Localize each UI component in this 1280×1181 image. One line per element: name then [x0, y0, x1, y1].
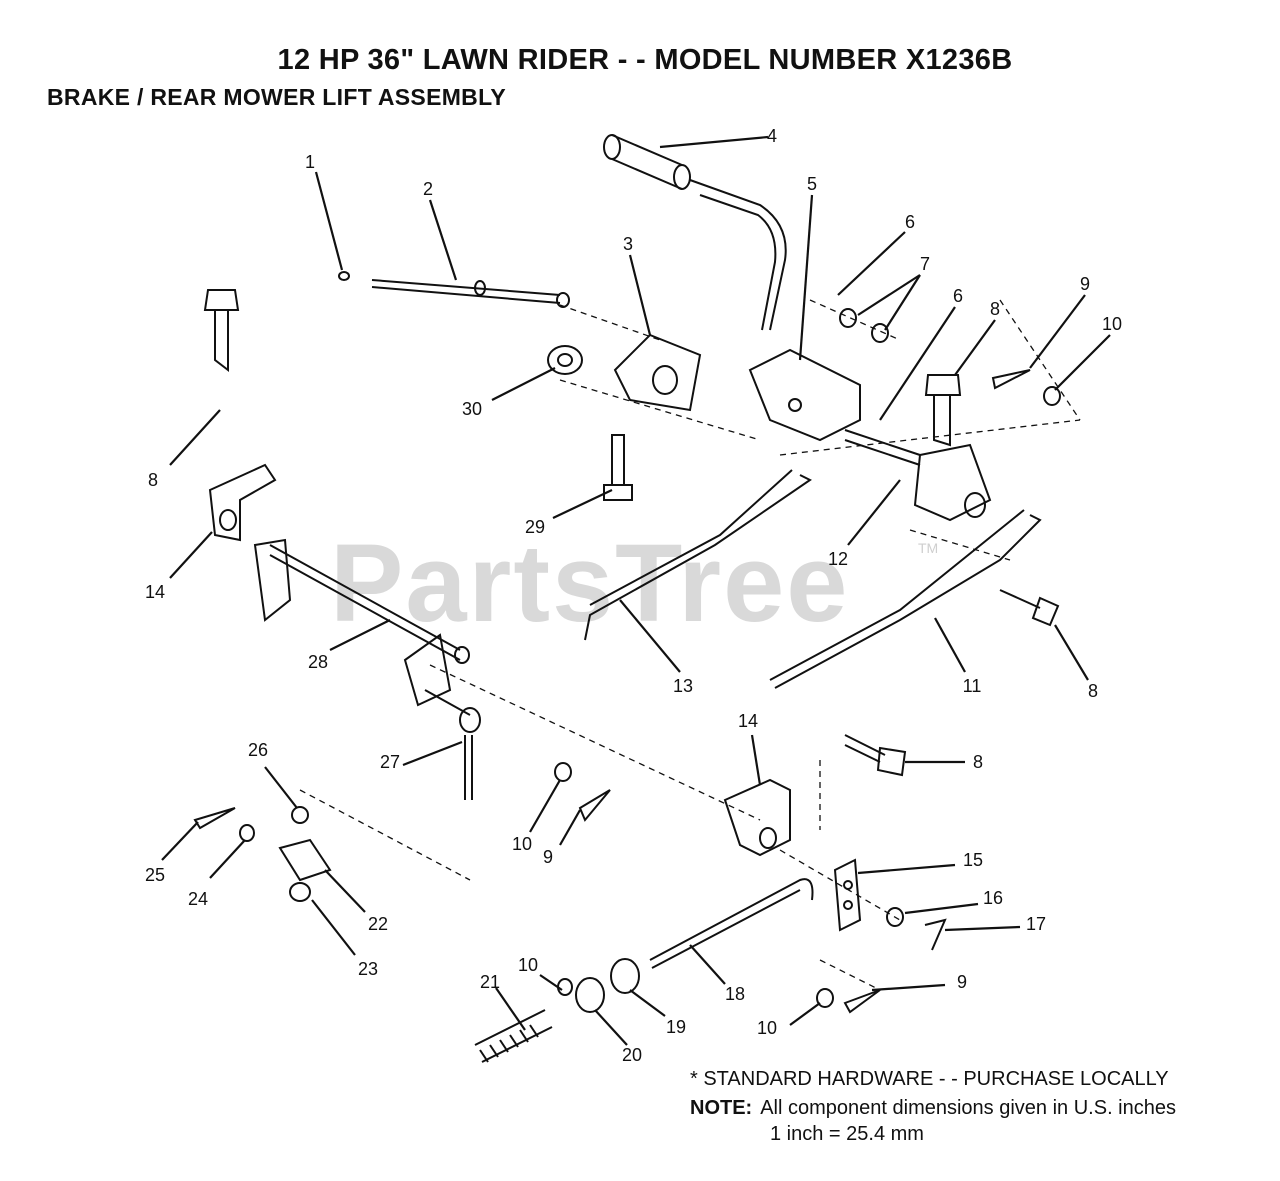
part-30-nut [547, 345, 583, 375]
callout: 28 [308, 652, 328, 672]
part-7-washers [839, 308, 889, 343]
callout: 4 [767, 126, 777, 146]
callout: 5 [807, 174, 817, 194]
callout: 10 [757, 1018, 777, 1038]
part-23-ferrule [289, 882, 311, 902]
part-11-rod [769, 509, 1042, 689]
callout: 2 [423, 179, 433, 199]
part-9-cotter-pin-low [843, 989, 881, 1014]
part-4-handle-grip [603, 134, 691, 190]
callout: 30 [462, 399, 482, 419]
part-13-rod [584, 469, 812, 641]
part-5-lift-lever [689, 179, 861, 442]
assembly-subtitle: BRAKE / REAR MOWER LIFT ASSEMBLY [47, 84, 506, 110]
callout: 6 [905, 212, 915, 232]
callout: 26 [248, 740, 268, 760]
callout: 29 [525, 517, 545, 537]
callout: 14 [145, 582, 165, 602]
conversion-note: 1 inch = 25.4 mm [770, 1123, 924, 1145]
callout: 10 [1102, 314, 1122, 334]
callout: 12 [828, 549, 848, 569]
callout: 11 [963, 676, 982, 696]
callout: 17 [1026, 914, 1046, 934]
part-25-pin [193, 807, 236, 830]
watermark-tm: TM [918, 540, 939, 556]
callout: 3 [623, 234, 633, 254]
part-21-spring [474, 1009, 553, 1063]
part-drawings [193, 134, 1081, 1063]
callout: 9 [543, 847, 553, 867]
part-22-yoke [278, 838, 332, 882]
assembly-lines [299, 299, 1081, 991]
part-15-lever [833, 858, 862, 932]
callout: 24 [188, 889, 208, 909]
callout: 9 [1080, 274, 1090, 294]
part-19-bushing [610, 958, 640, 994]
callout: 20 [622, 1045, 642, 1065]
part-10-washer-low [816, 988, 834, 1008]
part-2-brake-rod [371, 279, 570, 308]
part-3-bracket [613, 333, 702, 412]
part-10-washer-mid [554, 762, 572, 782]
callout: 15 [963, 850, 983, 870]
standard-hardware-note: * STANDARD HARDWARE - - PURCHASE LOCALLY [690, 1068, 1169, 1090]
part-1-pin [338, 271, 350, 281]
callout: 8 [990, 299, 1000, 319]
callout: 10 [512, 834, 532, 854]
callout: 27 [380, 752, 400, 772]
note-label: NOTE: [690, 1097, 753, 1119]
callout: 22 [368, 914, 388, 934]
part-20-nut [575, 977, 605, 1013]
part-10-washer-spring [557, 978, 573, 996]
part-9-cotter-pin-mid [578, 789, 611, 822]
part-14-bracket-lower [723, 778, 791, 857]
callout: 21 [480, 972, 500, 992]
callout: 16 [983, 888, 1003, 908]
page-title: 12 HP 36" LAWN RIDER - - MODEL NUMBER X1… [277, 44, 1013, 76]
callout: 8 [973, 752, 983, 772]
callout: 8 [148, 470, 158, 490]
callout: 6 [953, 286, 963, 306]
part-8-bolt-lower [844, 734, 907, 777]
callout: 25 [145, 865, 165, 885]
part-9-cotter-pin-top [991, 369, 1031, 390]
leader-lines [161, 135, 1111, 1046]
callout: 9 [957, 972, 967, 992]
callout: 10 [518, 955, 538, 975]
callout: 23 [358, 959, 378, 979]
part-27-threaded-rod [464, 735, 473, 800]
note-text: All component dimensions given in U.S. i… [760, 1097, 1176, 1119]
part-10-washer-top [1043, 386, 1061, 406]
part-16-washer [886, 907, 904, 927]
part-18-brake-rod [649, 878, 814, 969]
part-14-bracket-left [208, 463, 277, 542]
callout: 1 [305, 152, 315, 172]
part-24-washer [239, 824, 255, 842]
callout: 14 [738, 711, 758, 731]
part-29-bolt [603, 434, 633, 501]
part-12-shaft [844, 429, 992, 522]
part-17-clip [924, 918, 947, 951]
part-8-bolt-left [203, 289, 240, 373]
part-8-bolt-right [999, 589, 1060, 627]
callout: 8 [1088, 681, 1098, 701]
part-28-lift-shaft [253, 538, 481, 733]
callout: 18 [725, 984, 745, 1004]
callout: 7 [920, 254, 930, 274]
callout-numbers: 1 2 3 4 5 6 7 6 8 9 10 30 8 29 12 14 28 … [145, 126, 1122, 1065]
callout: 19 [666, 1017, 686, 1037]
part-8-bolt-top [924, 374, 962, 447]
dimensions-note: NOTE: All component dimensions given in U… [690, 1097, 1176, 1120]
callout: 13 [673, 676, 693, 696]
part-26-nut [291, 806, 309, 824]
